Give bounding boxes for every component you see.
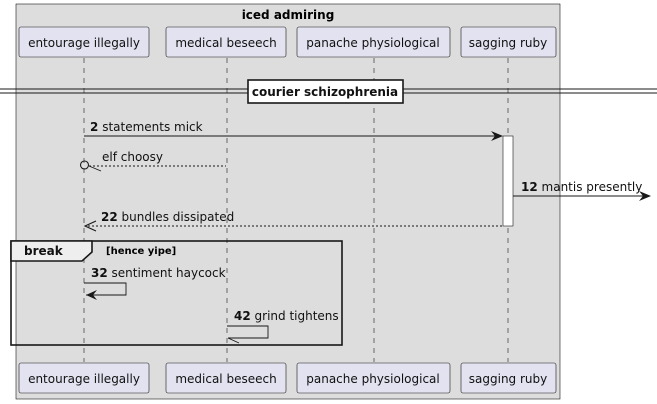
box-iced-admiring — [15, 3, 561, 400]
svg-text:12 mantis presently: 12 mantis presently — [521, 180, 642, 194]
divider-label: courier schizophrenia — [252, 85, 398, 99]
divider-courier-schizophrenia: courier schizophrenia — [0, 79, 657, 104]
participant-panache-physiological-bottom[interactable]: panache physiological — [296, 362, 451, 394]
svg-text:2 statements mick: 2 statements mick — [90, 120, 203, 134]
svg-text:elf choosy: elf choosy — [102, 150, 163, 164]
svg-text:panache physiological: panache physiological — [306, 36, 440, 50]
participant-sagging-ruby-top[interactable]: sagging ruby — [460, 26, 557, 58]
participant-sagging-ruby-bottom[interactable]: sagging ruby — [460, 362, 557, 394]
svg-text:sagging ruby: sagging ruby — [469, 36, 547, 50]
participant-medical-beseech-bottom[interactable]: medical beseech — [165, 362, 287, 394]
participant-entourage-illegally-top[interactable]: entourage illegally — [18, 26, 150, 58]
fragment-guard: [hence yipe] — [106, 246, 176, 257]
message-elf-choosy[interactable]: elf choosy — [79, 150, 227, 172]
message-bundles-dissipated[interactable]: 22 bundles dissipated — [83, 210, 502, 232]
message-sentiment-haycock[interactable]: 32 sentiment haycock — [84, 266, 226, 300]
box-title: iced admiring — [242, 8, 335, 22]
svg-text:sagging ruby: sagging ruby — [469, 372, 547, 386]
message-statements-mick[interactable]: 2 statements mick — [84, 120, 503, 141]
svg-text:entourage illegally: entourage illegally — [28, 372, 140, 386]
message-mantis-presently[interactable]: 12 mantis presently — [513, 180, 651, 201]
activation-bar-sagging-ruby — [502, 135, 514, 227]
participant-panache-physiological-top[interactable]: panache physiological — [296, 26, 451, 58]
svg-text:panache physiological: panache physiological — [306, 372, 440, 386]
fragment-break: break [hence yipe] — [10, 240, 343, 346]
message-grind-tightens[interactable]: 42 grind tightens — [227, 309, 339, 344]
participant-medical-beseech-top[interactable]: medical beseech — [165, 26, 287, 58]
svg-text:42 grind tightens: 42 grind tightens — [234, 309, 339, 323]
svg-text:entourage illegally: entourage illegally — [28, 36, 140, 50]
svg-text:medical beseech: medical beseech — [175, 36, 276, 50]
fragment-keyword: break — [24, 244, 64, 258]
svg-text:32 sentiment haycock: 32 sentiment haycock — [91, 266, 226, 280]
svg-text:medical beseech: medical beseech — [175, 372, 276, 386]
svg-text:22 bundles dissipated: 22 bundles dissipated — [101, 210, 234, 224]
participant-entourage-illegally-bottom[interactable]: entourage illegally — [18, 362, 150, 394]
